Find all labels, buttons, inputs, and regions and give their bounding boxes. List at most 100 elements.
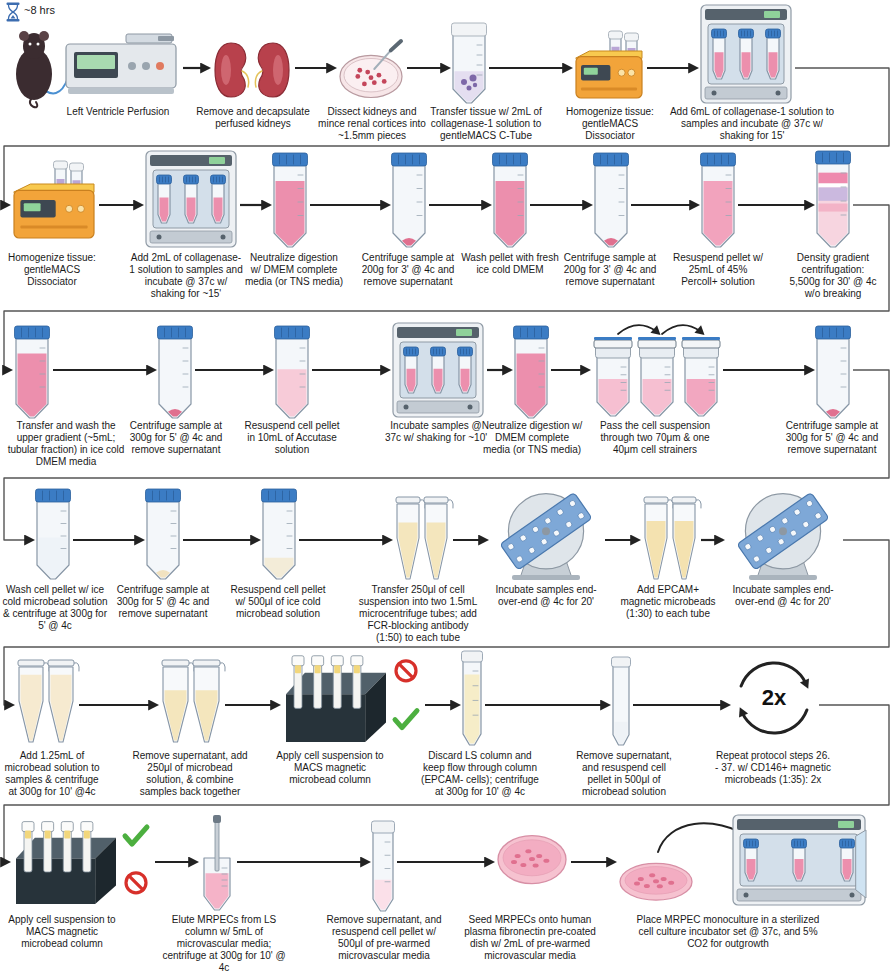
- figure-g: [712, 29, 727, 79]
- figure-rect: [816, 326, 851, 339]
- figure-path: [187, 197, 196, 221]
- tube-figure: [816, 325, 850, 419]
- figure-path: [171, 523, 176, 524]
- step-caption: Incubate samples end-over-end @ 4c for 2…: [728, 584, 838, 608]
- tube-figure: [392, 152, 426, 248]
- figure-g: [157, 175, 172, 223]
- figure-ellipse: [498, 836, 566, 884]
- figure-ellipse: [344, 58, 398, 91]
- figure-circle: [37, 43, 40, 46]
- figure-path: [298, 215, 303, 216]
- step-arrow: [155, 861, 197, 863]
- figure-path: [274, 165, 306, 247]
- step-arrow: [453, 539, 487, 541]
- figure-rect: [396, 497, 420, 503]
- figure-g: [431, 347, 446, 393]
- figure-rect: [68, 88, 174, 94]
- tube-figure: [372, 820, 394, 912]
- figure-path: [819, 173, 848, 246]
- figure-path: [166, 491, 167, 500]
- step-caption: Transfer 250μl of cell suspension into t…: [354, 584, 482, 644]
- figure-g: [215, 43, 249, 97]
- figure-rect: [66, 44, 176, 88]
- step-node: Transfer and wash the upper gradient (~5…: [14, 325, 50, 419]
- step-node: Transfer 250μl of cell suspension into t…: [394, 495, 450, 581]
- figure-rect: [81, 822, 93, 832]
- figure-ellipse: [620, 863, 692, 900]
- figure-path: [39, 538, 68, 578]
- figure-path: [534, 328, 535, 337]
- figure-rect: [766, 29, 781, 38]
- figure-path: [158, 183, 170, 223]
- figure-path: [515, 338, 547, 418]
- figure-rect: [262, 489, 297, 502]
- figure-path: [752, 841, 753, 846]
- figure-path: [192, 177, 193, 182]
- figure-rect: [739, 29, 754, 38]
- step-node: Neutralize digestion w/ DMEM complete me…: [514, 325, 548, 419]
- step-caption: Add EPCAM+ magnetic microbeads (1:30) to…: [618, 584, 718, 620]
- figure-path: [843, 859, 852, 879]
- repeat-count: 2x: [732, 656, 816, 740]
- figure-ellipse: [340, 55, 402, 97]
- figure-path: [841, 348, 846, 349]
- figure-path: [460, 349, 461, 354]
- figure-rect: [314, 661, 322, 708]
- step-caption: Wash cell pellet w/ ice cold microbead s…: [2, 584, 108, 632]
- figure-rect: [500, 492, 592, 570]
- figure-rect: [393, 323, 483, 417]
- figure-circle: [850, 893, 855, 898]
- figure-path: [473, 700, 478, 701]
- tube-figure: [146, 488, 180, 580]
- figure-path: [129, 876, 143, 890]
- figure-rect: [273, 153, 308, 166]
- figure-rect: [512, 575, 580, 580]
- step-node: Incubate samples end-over-end @ 4c for 2…: [726, 488, 840, 582]
- figure-rect: [63, 827, 71, 872]
- step-arrow: [225, 704, 279, 706]
- figure-path: [539, 387, 544, 388]
- step-arrow: [425, 704, 459, 706]
- figure-path: [63, 491, 64, 500]
- figure-path: [56, 491, 57, 500]
- hourglass-icon: [6, 2, 20, 22]
- figure-rect: [84, 831, 90, 839]
- figure-path: [417, 215, 422, 216]
- figure-path: [768, 31, 769, 36]
- figure-path: [696, 500, 701, 508]
- incubator-figure: [145, 150, 237, 248]
- figure-ellipse: [511, 860, 517, 864]
- figure-path: [164, 328, 165, 337]
- figure-path: [21, 328, 22, 337]
- figure-circle: [618, 69, 625, 76]
- figure-path: [466, 349, 467, 354]
- figure-path: [286, 155, 287, 164]
- figure-g: [458, 347, 473, 393]
- figure-path: [402, 238, 416, 246]
- figure-rect: [334, 665, 340, 673]
- figure-path: [442, 349, 443, 354]
- figure-path: [713, 37, 725, 79]
- figure-rect: [215, 819, 219, 871]
- figure-path: [726, 202, 731, 203]
- figure-rect: [193, 660, 220, 666]
- step-caption: Centrifuge sample at 300g for 5' @ 4c an…: [113, 584, 213, 620]
- step-caption: Wash pellet with fresh ice cold DMEM: [461, 252, 559, 276]
- figure-path: [721, 155, 722, 164]
- figure-path: [61, 523, 66, 524]
- step-caption: Centrifuge sample at 200g for 3' @ 4c an…: [560, 252, 660, 288]
- figure-g: [596, 345, 631, 416]
- figure-circle: [552, 529, 560, 537]
- figure-path: [219, 177, 220, 182]
- figure-rect: [838, 821, 854, 828]
- step-node: Resuspend cell pellet in 10mL of Accutas…: [275, 325, 309, 419]
- figure-circle: [805, 499, 813, 507]
- figure-path: [183, 387, 188, 388]
- figure-circle: [29, 43, 32, 46]
- step-node: Centrifuge sample at 200g for 3' @ 4c an…: [392, 152, 426, 248]
- figure-rect: [331, 656, 343, 666]
- figure-rect: [184, 175, 199, 184]
- step-node: 2xRepeat protocol steps 26. - 37. w/ CD1…: [732, 656, 816, 740]
- figure-path: [425, 504, 447, 579]
- figure-path: [841, 374, 846, 375]
